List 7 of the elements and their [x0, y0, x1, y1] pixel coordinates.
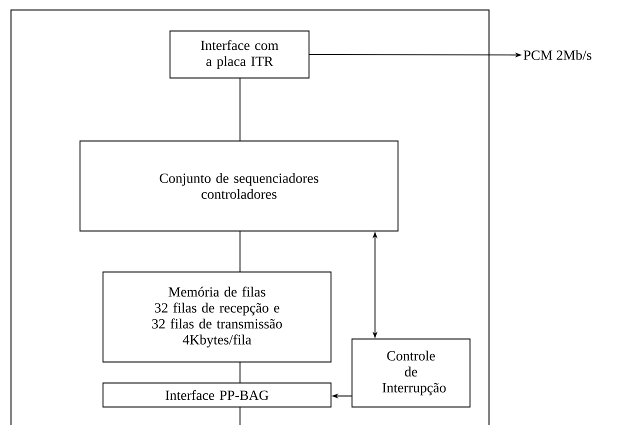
block-box: Interface PP-BAG — [102, 382, 332, 408]
block-box: Conjunto de sequenciadores controladores — [80, 140, 398, 232]
output-label: PCM 2Mb/s — [524, 50, 592, 60]
block-box: Interface com a placa ITR — [170, 30, 310, 78]
block-box: Memória de filas 32 filas de recepção e 32 filas de transmissão 4Kbytes/fila — [102, 272, 332, 362]
block-box: Controle de Interrupção — [352, 338, 470, 408]
module-frame — [10, 10, 490, 425]
